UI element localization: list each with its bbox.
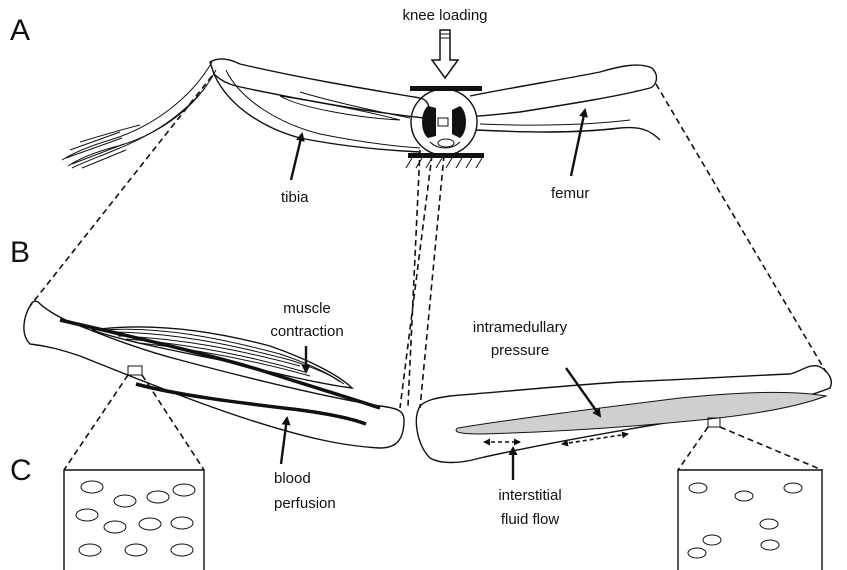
blood-pointer-arrow — [281, 418, 287, 464]
foot-drawing — [62, 62, 216, 168]
pressure-pointer-arrow — [566, 368, 600, 416]
tibia-sample-box — [128, 366, 142, 375]
intramedullary-pressure-label-line2: pressure — [491, 342, 549, 359]
muscle-contraction-label-line2: contraction — [270, 323, 343, 340]
femur-cortex-closeup — [678, 470, 822, 570]
femur-label: femur — [551, 185, 589, 202]
intramedullary-pressure-label-line1: intramedullary — [473, 319, 568, 336]
knee-loading-label: knee loading — [402, 7, 487, 24]
blood-perfusion-label-line1: blood — [274, 470, 311, 487]
panel-label-a: A — [10, 14, 30, 47]
tibia-label: tibia — [281, 189, 309, 206]
panel-label-c: C — [10, 454, 32, 487]
tibia-pointer-arrow — [291, 134, 302, 180]
upper-loading-plate — [410, 86, 482, 91]
muscle-contraction-label-line1: muscle — [283, 300, 331, 317]
hindlimb-drawing — [62, 30, 660, 168]
load-arrow-icon — [432, 30, 458, 78]
blood-perfusion-label-line2: perfusion — [274, 495, 336, 512]
panel-label-b: B — [10, 236, 30, 269]
fluid-flow-label-line1: interstitial — [498, 487, 561, 504]
femur-pointer-arrow — [571, 110, 585, 176]
femur-bone — [470, 65, 656, 116]
fluid-flow-label-line2: fluid flow — [501, 511, 560, 528]
knee-joint — [411, 89, 477, 155]
tibia-detail — [24, 301, 404, 448]
tibia-cortex-closeup — [64, 470, 204, 570]
